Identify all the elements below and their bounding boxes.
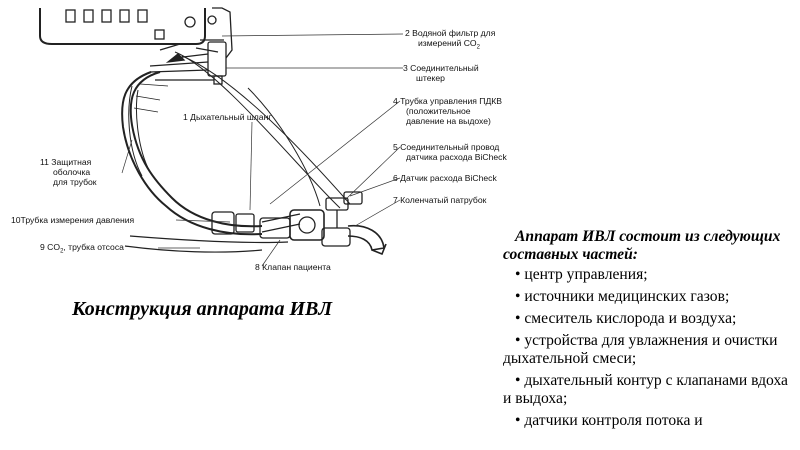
label-pressure-tube: 10Трубка измерения давления <box>11 215 135 225</box>
label-protective-sheath: 11 Защитная оболочка для трубок <box>40 157 97 187</box>
breathing-hose-tube <box>129 71 263 228</box>
label-connector-plug: 3 Соединительный штекер <box>403 63 479 83</box>
label-bicheck-sensor: 6 Датчик расхода BiCheck <box>393 173 497 183</box>
elbow-part <box>347 224 387 256</box>
list-item: смеситель кислорода и воздуха; <box>503 310 795 328</box>
list-item: дыхательный контур с клапанами вдоха и в… <box>503 372 795 408</box>
ventilator-housing <box>39 7 233 59</box>
list-item: центр управления; <box>503 266 795 284</box>
components-panel: Аппарат ИВЛ состоит из следующих составн… <box>503 228 795 434</box>
label-patient-valve: 8 Клапан пациента <box>255 262 331 272</box>
label-co2-tube: 9 CO2, трубка отсоса <box>40 242 124 255</box>
patient-valve-part <box>211 197 351 247</box>
protective-sheath-part <box>128 85 151 177</box>
components-list: центр управления; источники медицинских … <box>503 266 795 430</box>
label-peep-tube: 4 Трубка управления ПДКВ (положительное … <box>393 96 503 126</box>
label-breathing-hose: 1 Дыхательный шланг <box>183 112 272 122</box>
label-bicheck-wire: 5 Соединительный провод датчика расхода … <box>393 142 507 162</box>
label-elbow: 7 Коленчатый патрубок <box>393 195 487 205</box>
label-water-filter: 2 Водяной фильтр для измерений CO2 <box>405 28 496 51</box>
leader-lines <box>121 33 404 267</box>
water-filter-part <box>149 41 227 85</box>
panel-heading: Аппарат ИВЛ состоит из следующих составн… <box>503 228 781 263</box>
list-item: датчики контроля потока и <box>503 412 795 430</box>
list-item: источники медицинских газов; <box>503 288 795 306</box>
slide-title: Конструкция аппарата ИВЛ <box>72 298 333 320</box>
list-item: устройства для увлажнения и очистки дыха… <box>503 332 795 368</box>
